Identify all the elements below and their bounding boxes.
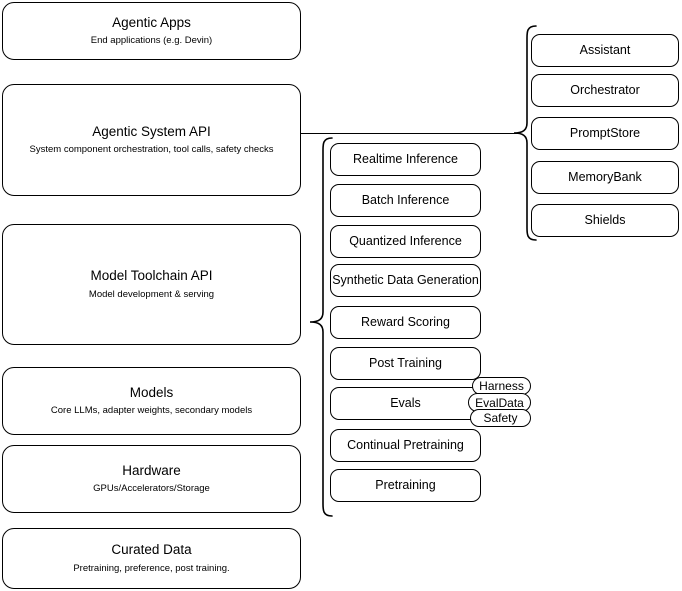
layer-subtitle: GPUs/Accelerators/Storage — [93, 483, 210, 495]
system-components-brace — [513, 25, 537, 241]
toolchain-item-evals[interactable]: Evals — [330, 387, 481, 420]
toolchain-item-label: Reward Scoring — [361, 315, 450, 330]
toolchain-item-pretraining[interactable]: Pretraining — [330, 469, 481, 502]
toolchain-item-label: Synthetic Data Generation — [332, 273, 479, 288]
layer-title: Models — [129, 384, 174, 400]
layer-title: Agentic System API — [92, 123, 211, 139]
layer-subtitle: Model development & serving — [88, 288, 215, 300]
system-component-shields[interactable]: Shields — [531, 204, 679, 237]
toolchain-item-label: Realtime Inference — [353, 152, 458, 167]
system-api-connector-line — [301, 133, 520, 135]
layer-box-model-toolchain-api[interactable]: Model Toolchain API Model development & s… — [2, 224, 301, 345]
toolchain-item-label: Continual Pretraining — [347, 438, 464, 453]
system-component-label: Assistant — [579, 43, 631, 58]
system-component-orchestrator[interactable]: Orchestrator — [531, 74, 679, 107]
toolchain-brace — [309, 137, 333, 517]
layer-title: Hardware — [122, 462, 181, 478]
layer-title: Model Toolchain API — [90, 268, 213, 284]
system-component-promptstore[interactable]: PromptStore — [531, 117, 679, 150]
layer-title: Agentic Apps — [112, 14, 191, 30]
system-component-assistant[interactable]: Assistant — [531, 34, 679, 67]
system-component-label: Orchestrator — [570, 83, 640, 98]
toolchain-item-realtime-inference[interactable]: Realtime Inference — [330, 143, 481, 176]
layer-subtitle: System component orchestration, tool cal… — [29, 144, 274, 156]
system-component-label: MemoryBank — [568, 170, 642, 185]
system-component-memorybank[interactable]: MemoryBank — [531, 161, 679, 194]
toolchain-item-continual-pretraining[interactable]: Continual Pretraining — [330, 429, 481, 462]
layer-subtitle: Pretraining, preference, post training. — [73, 562, 230, 574]
toolchain-item-label: Batch Inference — [361, 193, 450, 208]
toolchain-item-quantized-inference[interactable]: Quantized Inference — [330, 225, 481, 258]
toolchain-item-label: Post Training — [369, 356, 442, 371]
toolchain-item-label: Evals — [390, 396, 421, 411]
system-component-label: Shields — [584, 213, 626, 228]
toolchain-item-post-training[interactable]: Post Training — [330, 347, 481, 380]
eval-pill-harness[interactable]: Harness — [472, 377, 531, 395]
layer-subtitle: End applications (e.g. Devin) — [90, 35, 213, 47]
layer-box-agentic-system-api[interactable]: Agentic System API System component orche… — [2, 84, 301, 196]
layer-title: Curated Data — [111, 542, 192, 558]
toolchain-item-synthetic-data-generation[interactable]: Synthetic Data Generation — [330, 264, 481, 297]
toolchain-item-batch-inference[interactable]: Batch Inference — [330, 184, 481, 217]
toolchain-item-label: Pretraining — [375, 478, 436, 493]
toolchain-item-reward-scoring[interactable]: Reward Scoring — [330, 306, 481, 339]
toolchain-item-label: Quantized Inference — [349, 234, 462, 249]
layer-subtitle: Core LLMs, adapter weights, secondary mo… — [50, 405, 253, 417]
system-component-label: PromptStore — [569, 126, 641, 141]
eval-pill-safety[interactable]: Safety — [470, 409, 531, 427]
